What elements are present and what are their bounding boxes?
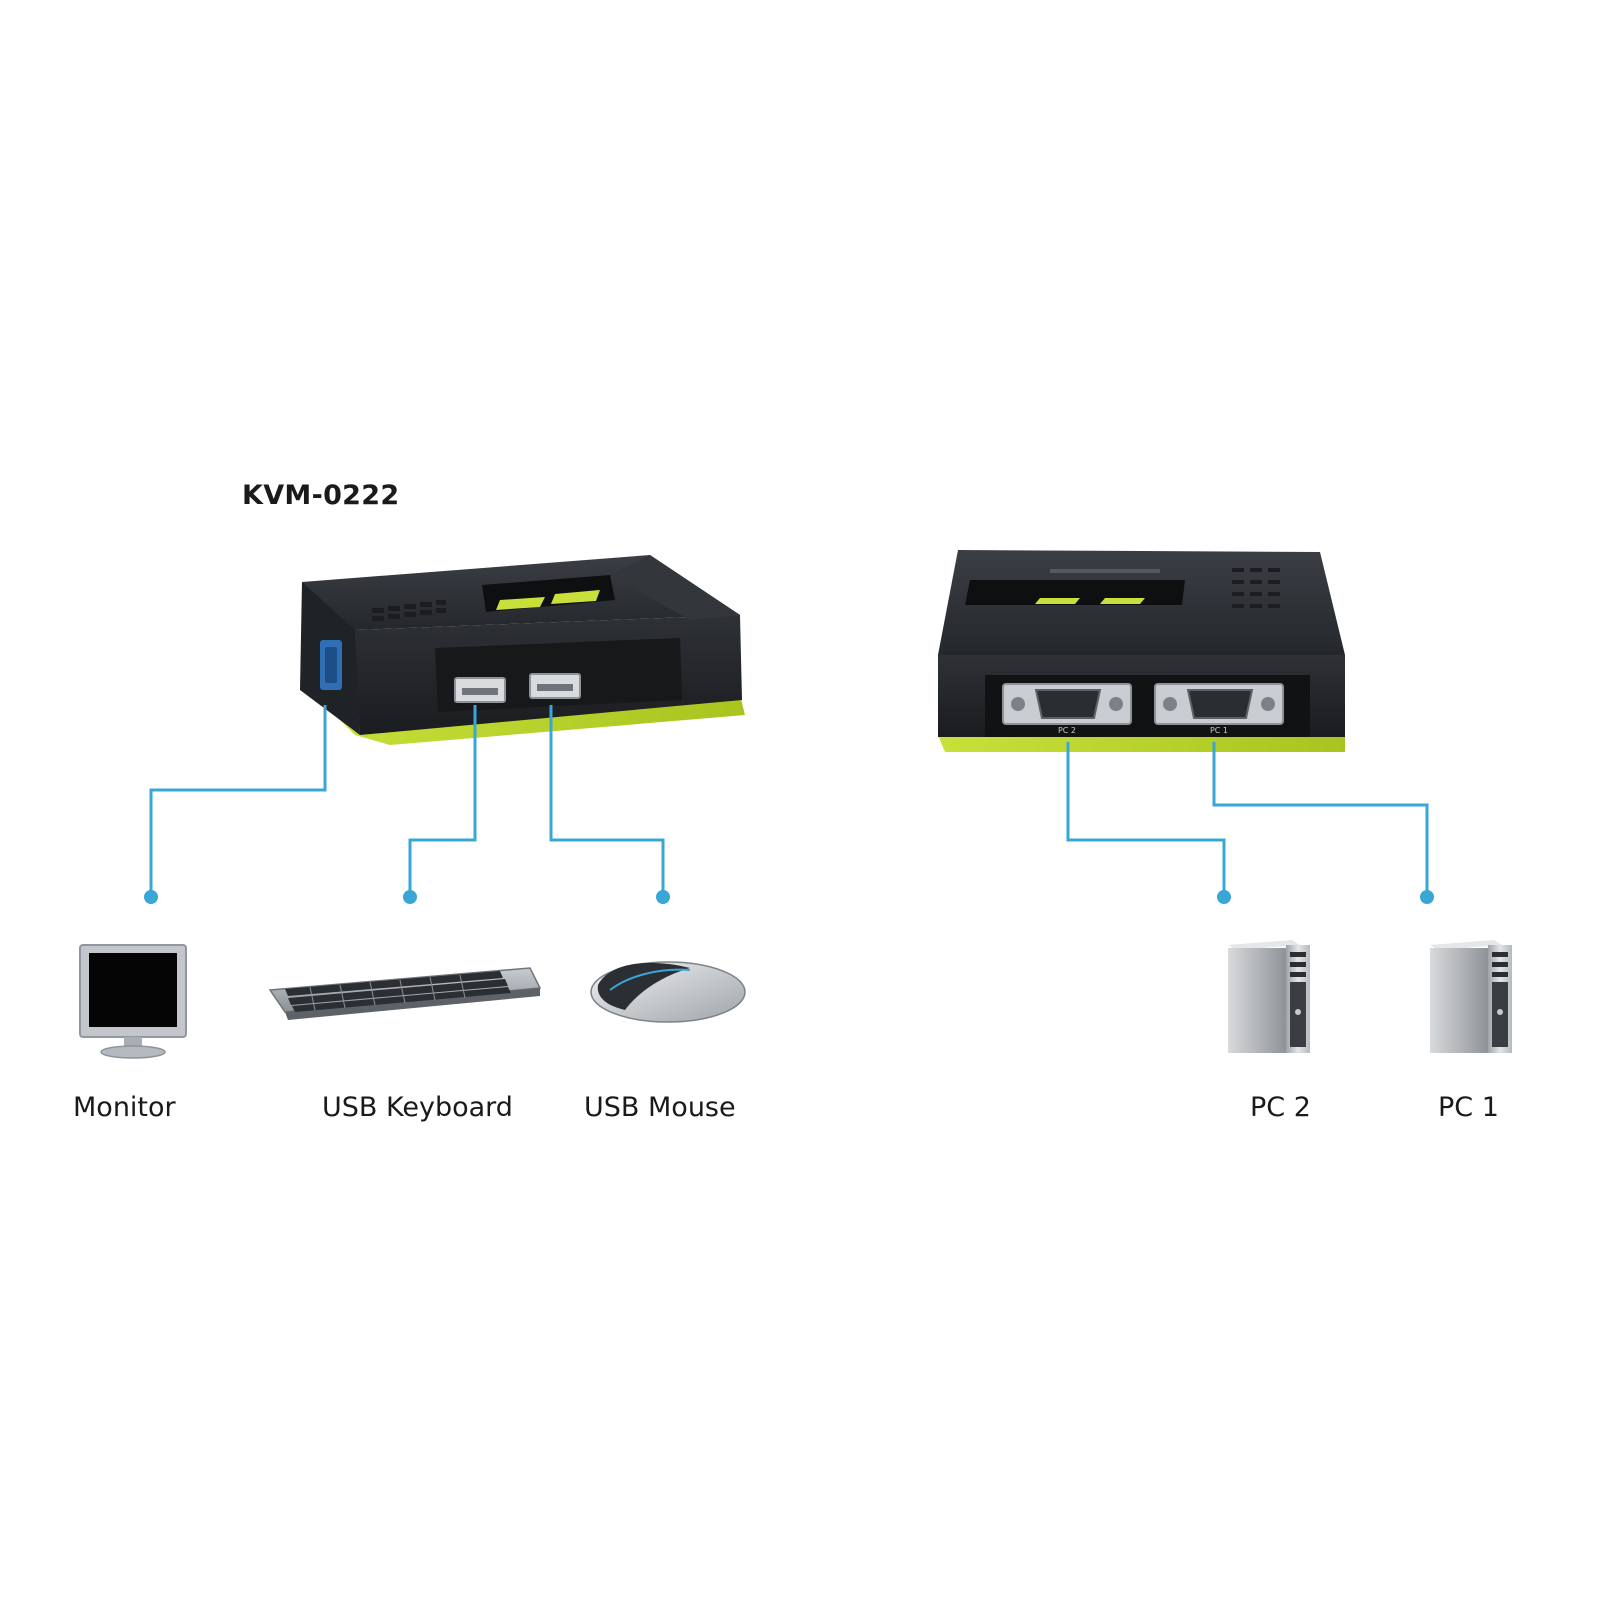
dot-keyboard: [403, 890, 417, 904]
mouse-icon: [590, 961, 746, 1023]
port-label-pc1: PC 1: [1210, 726, 1228, 735]
line-monitor: [149, 705, 327, 895]
pc-tower-icon: [1430, 940, 1512, 1053]
port-label-pc2: PC 2: [1058, 726, 1076, 735]
logo-mark-rear: [1232, 568, 1280, 608]
logo-mark: [372, 600, 446, 621]
vga-port-pc2: [1002, 683, 1132, 725]
device-label-keyboard: USB Keyboard: [322, 1092, 513, 1123]
device-label-pc2: PC 2: [1250, 1092, 1311, 1123]
pc-tower-icon: [1228, 940, 1310, 1053]
device-label-pc1: PC 1: [1438, 1092, 1499, 1123]
keyboard-icon: [268, 967, 542, 1020]
line-pc1: [1212, 742, 1429, 895]
line-mouse: [549, 705, 665, 895]
usb-port-2: [529, 673, 581, 699]
kvm-switch-rear-view: PC 2 PC 1: [938, 550, 1345, 752]
kvm-switch-front-view: [300, 555, 745, 745]
device-label-mouse: USB Mouse: [584, 1092, 736, 1123]
vga-port-pc1: [1154, 683, 1284, 725]
line-pc2: [1066, 742, 1226, 895]
connector-dots: [144, 890, 1434, 904]
dot-pc2: [1217, 890, 1231, 904]
monitor-icon: [79, 944, 187, 1059]
usb-port-1: [454, 677, 506, 703]
connector-lines: [149, 705, 1429, 895]
device-label-monitor: Monitor: [73, 1092, 176, 1123]
line-keyboard: [408, 705, 477, 895]
product-model-title: KVM-0222: [242, 480, 400, 511]
dot-monitor: [144, 890, 158, 904]
vga-monitor-port: [320, 640, 342, 690]
dot-mouse: [656, 890, 670, 904]
dot-pc1: [1420, 890, 1434, 904]
